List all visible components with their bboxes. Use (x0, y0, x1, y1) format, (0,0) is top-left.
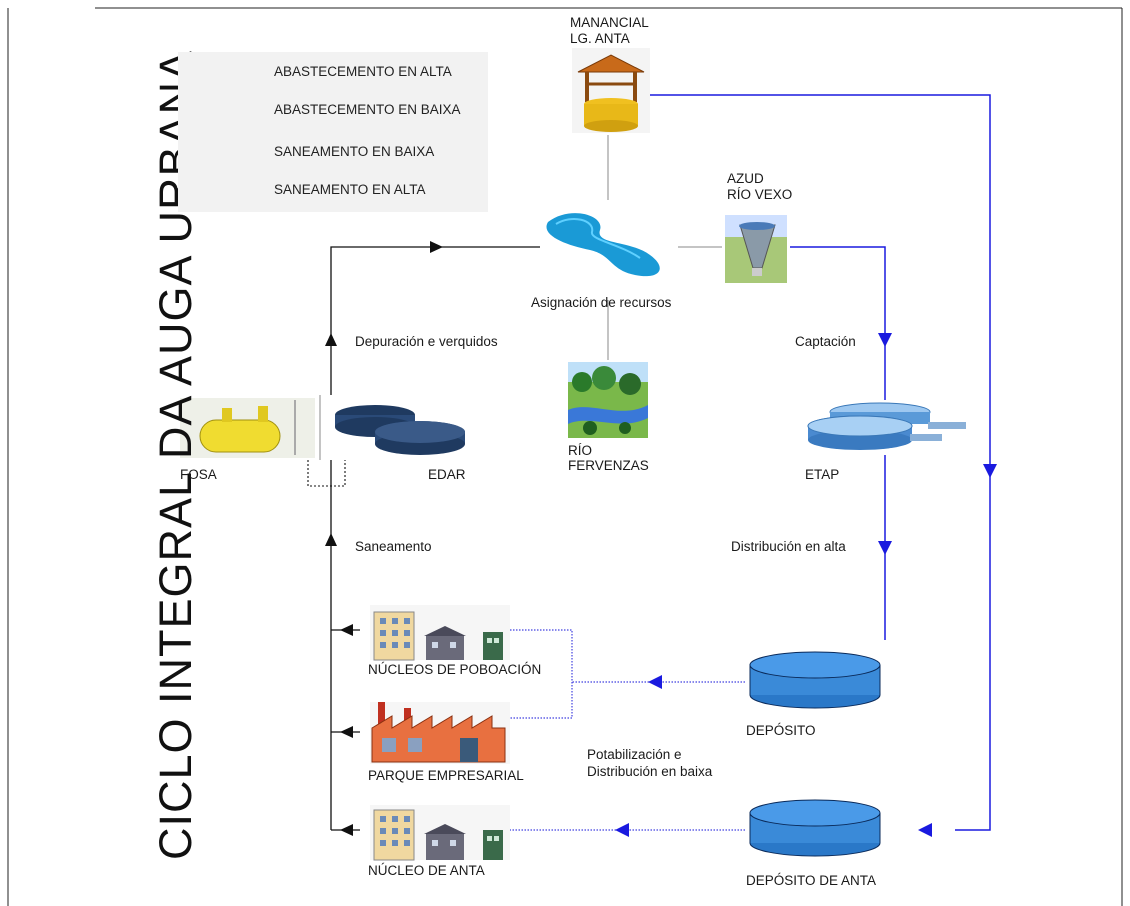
arrow-down-captacion (878, 333, 892, 347)
azud-label-2: RÍO VEXO (727, 187, 793, 202)
saneamento-label: Saneamento (355, 539, 432, 554)
diagram-title: CICLO INTEGRAL DA AUGA URBANA (95, 45, 201, 860)
deposito-anta-label: DEPÓSITO DE ANTA (746, 873, 877, 888)
arrow-left-nucleo-anta (340, 824, 353, 836)
manancial-label-1: MANANCIAL (570, 15, 649, 30)
azud-dam-icon (725, 215, 787, 283)
legend-item: SANEAMENTO EN ALTA (178, 182, 488, 202)
fosa-edar-connector (307, 460, 346, 487)
etap-label: ETAP (805, 467, 840, 482)
legend-item: ABASTECEMENTO EN BAIXA (178, 102, 488, 122)
captacion-line (790, 246, 886, 400)
legend-label: SANEAMENTO EN BAIXA (274, 144, 435, 159)
parque-label: PARQUE EMPRESARIAL (368, 768, 524, 783)
legend-label: ABASTECEMENTO EN BAIXA (274, 102, 461, 117)
arrow-down-manancial (983, 464, 997, 478)
forest-icon (568, 362, 648, 438)
manancial-well-icon (572, 48, 650, 133)
manancial-supply-line (650, 94, 991, 831)
deposito-tank-icon (749, 651, 881, 709)
manancial-label-2: LG. ANTA (570, 31, 630, 46)
arrow-left-anta-baixa (615, 823, 629, 837)
legend: ABASTECEMENTO EN ALTA ABASTECEMENTO EN B… (178, 52, 488, 212)
rio-label-1: RÍO (568, 443, 593, 458)
arrow-up-saneamento (325, 533, 337, 546)
edar-label: EDAR (428, 467, 466, 482)
arrow-right-asignacion (430, 241, 443, 253)
arrow-down-distribucion (878, 541, 892, 555)
azud-label-1: AZUD (727, 171, 764, 186)
distribucion-alta-label: Distribución en alta (731, 539, 846, 554)
river-icon (546, 213, 660, 277)
potabilizacion-label-1: Potabilización e (587, 747, 682, 762)
fosa-tank-icon (180, 398, 315, 458)
fosa-label: FOSA (180, 467, 217, 482)
deposito-label: DEPÓSITO (746, 723, 816, 738)
edar-tanks-icon (335, 405, 465, 455)
legend-label: SANEAMENTO EN ALTA (274, 182, 426, 197)
legend-label: ABASTECEMENTO EN ALTA (274, 64, 452, 79)
arrow-left-nucleos (340, 624, 353, 636)
etap-tanks-icon (807, 402, 966, 450)
arrow-up-depuracion (325, 333, 337, 346)
captacion-label: Captación (795, 334, 856, 349)
deposito-anta-tank-icon (749, 799, 881, 857)
depuracion-label: Depuración e verquidos (355, 334, 498, 349)
buildings-icon (370, 605, 510, 661)
arrow-left-deposito (648, 675, 662, 689)
baixa-branch-line (510, 629, 573, 719)
buildings-anta-icon (370, 805, 510, 861)
nucleo-anta-label: NÚCLEO DE ANTA (368, 863, 485, 878)
nucleos-label: NÚCLEOS DE POBOACIÓN (368, 662, 542, 677)
rio-label-2: FERVENZAS (568, 458, 649, 473)
arrow-left-parque (340, 726, 353, 738)
depuracion-line (330, 246, 540, 395)
arrow-left-deposito-anta (918, 823, 932, 837)
potabilizacion-label-2: Distribución en baixa (587, 764, 713, 779)
legend-item: ABASTECEMENTO EN ALTA (178, 64, 488, 84)
legend-item: SANEAMENTO EN BAIXA (178, 144, 488, 164)
factory-icon (370, 702, 510, 764)
asignacion-label: Asignación de recursos (531, 295, 672, 310)
